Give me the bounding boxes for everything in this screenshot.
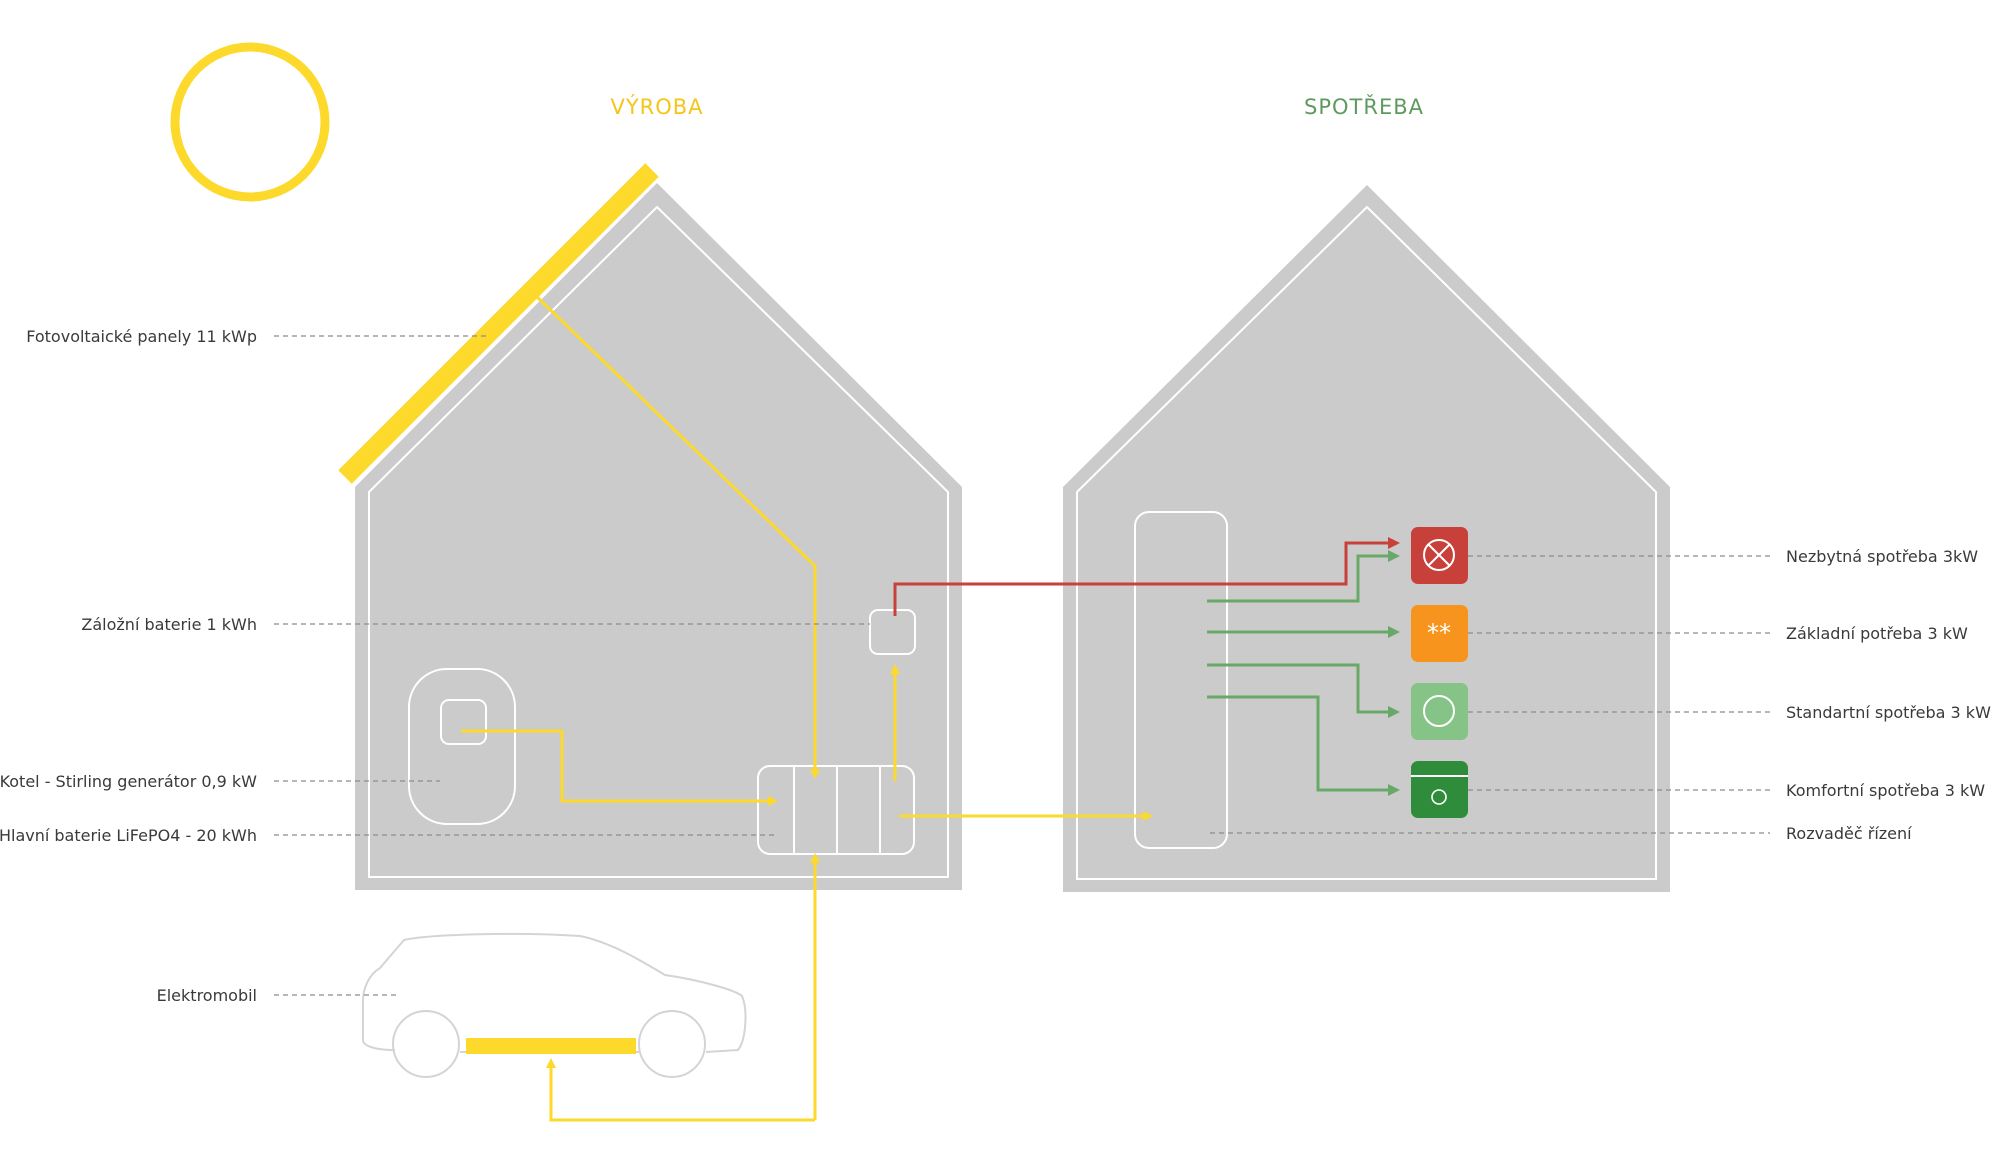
yellow-flows <box>461 294 1153 1122</box>
heading-production: VÝROBA <box>610 94 703 119</box>
svg-text:**: ** <box>1427 619 1451 647</box>
leader-lines <box>274 335 1770 996</box>
main-battery-icon <box>757 765 915 855</box>
green-flows <box>1207 550 1400 796</box>
car-battery-icon <box>466 1038 636 1054</box>
sun-icon <box>170 42 330 202</box>
label-main-battery: Hlavní baterie LiFePO4 - 20 kWh <box>0 826 257 845</box>
comfort-consumption-icon <box>1411 761 1468 818</box>
pv-panel-icon <box>338 163 659 484</box>
label-essential: Nezbytná spotřeba 3kW <box>1786 547 1978 566</box>
label-boiler: Kotel - Stirling generátor 0,9 kW <box>0 772 257 791</box>
standard-consumption-icon <box>1411 683 1468 740</box>
label-backup-battery: Záložní baterie 1 kWh <box>81 615 257 634</box>
label-pv-panels: Fotovoltaické panely 11 kWp <box>26 327 257 346</box>
label-comfort: Komfortní spotřeba 3 kW <box>1786 781 1985 800</box>
backup-battery-icon <box>869 609 916 655</box>
basic-consumption-icon: ** <box>1411 605 1468 662</box>
consumption-house <box>1063 185 1670 892</box>
production-house <box>355 183 962 890</box>
essential-consumption-icon <box>1411 527 1468 584</box>
red-flow <box>893 537 1400 616</box>
boiler-inner-icon <box>440 699 487 745</box>
label-standard: Standartní spotřeba 3 kW <box>1786 703 1991 722</box>
switchboard-icon <box>1134 511 1228 849</box>
label-switchboard: Rozvaděč řízení <box>1786 824 1912 843</box>
boiler-outer-icon <box>408 668 516 825</box>
label-ev: Elektromobil <box>157 986 257 1005</box>
label-basic: Základní potřeba 3 kW <box>1786 624 1968 643</box>
car-icon <box>362 932 747 1078</box>
heading-consumption: SPOTŘEBA <box>1304 94 1424 119</box>
